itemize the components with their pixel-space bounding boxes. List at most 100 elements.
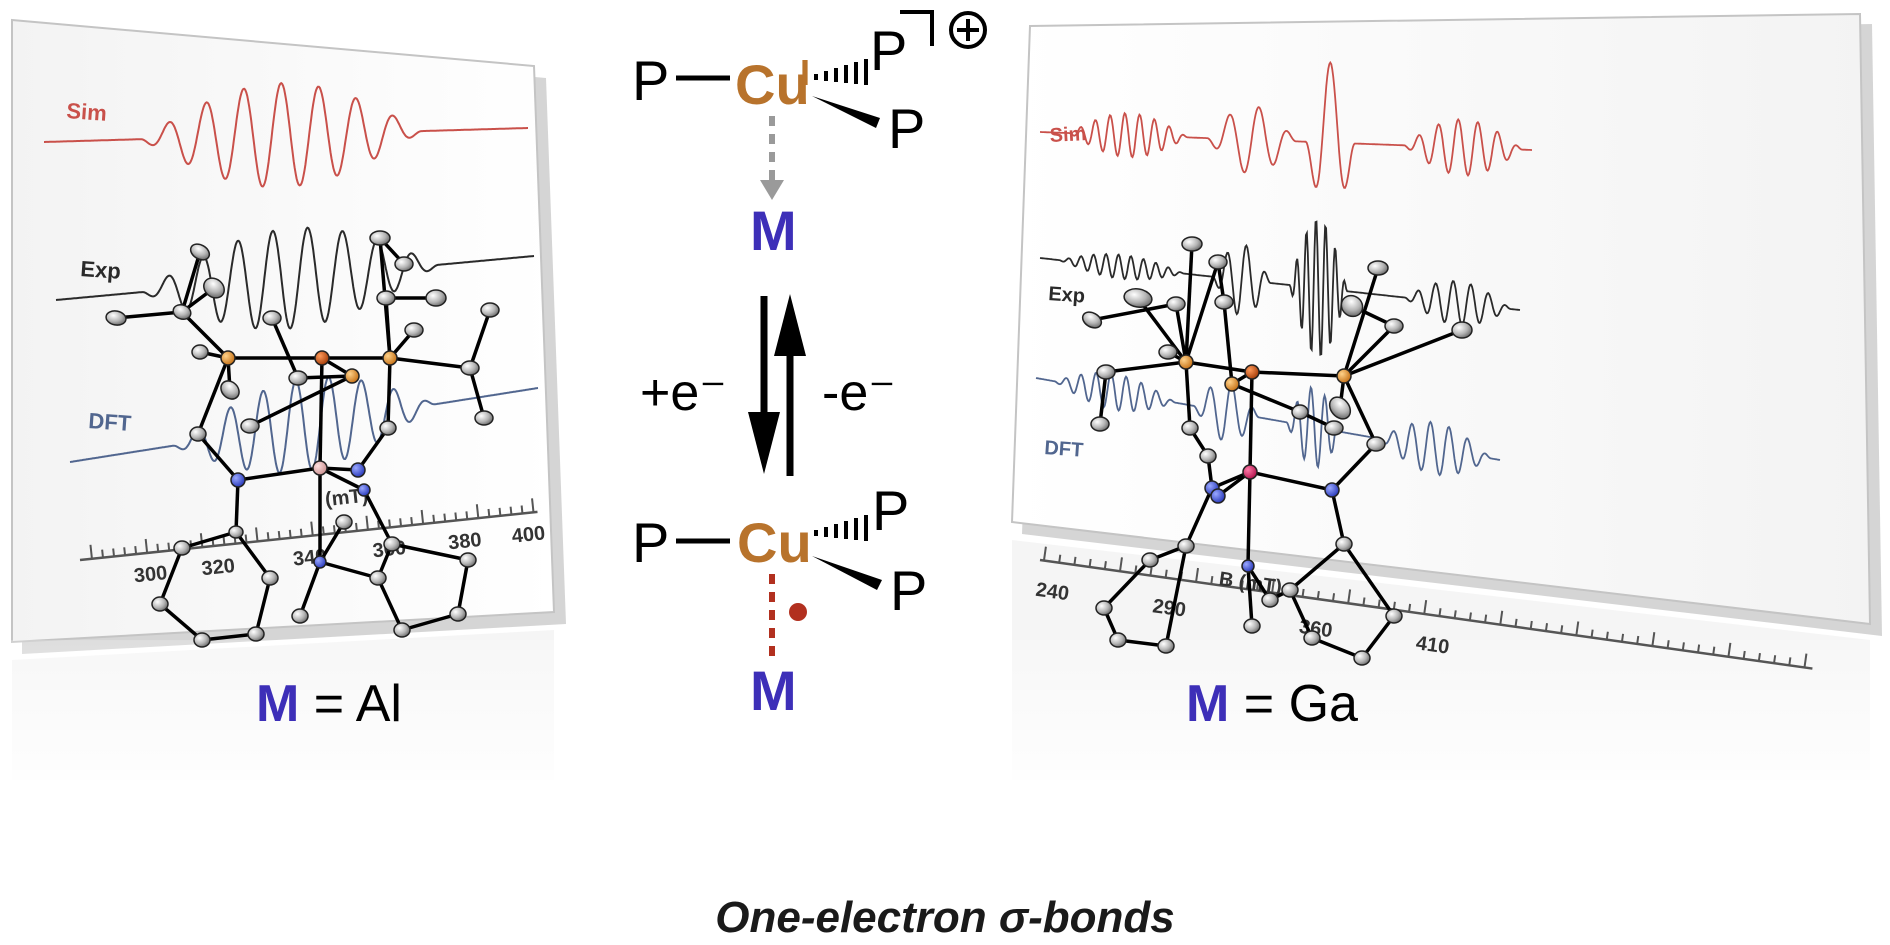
molecule-atom <box>425 289 447 307</box>
molecule-atom <box>1177 538 1195 554</box>
axis-tick <box>1651 632 1656 647</box>
bottom-complex: P Cu P P M <box>632 479 927 722</box>
axis-tick <box>255 527 259 542</box>
axis-tick <box>1575 621 1580 636</box>
equilibrium-arrows: +e⁻ -e⁻ <box>640 294 896 476</box>
molecule-atom <box>291 608 309 624</box>
axis-tick <box>1742 650 1746 660</box>
axis-tick <box>1727 642 1732 657</box>
molecule-atom <box>1157 638 1175 654</box>
axis-tick <box>156 543 160 552</box>
axis-tick <box>1681 642 1685 651</box>
charge-bracket <box>900 10 934 46</box>
molecule-atom <box>1181 236 1203 252</box>
axis-tick <box>509 506 513 515</box>
molecule-atom <box>1141 552 1159 568</box>
molecule-atom <box>1214 294 1234 310</box>
axis-tick <box>1636 635 1640 645</box>
left-epr-panel: Sim Exp DFT (mT) 300 320 340 360 380 400 <box>0 18 580 800</box>
molecule-atom <box>173 540 191 556</box>
left-exp-label: Exp <box>80 256 122 284</box>
right-tick-label-4: 410 <box>1415 632 1451 658</box>
axis-tick <box>1119 557 1123 572</box>
molecule-bond <box>270 317 300 379</box>
molecule-bond <box>1288 542 1346 592</box>
molecule-bond <box>389 356 471 370</box>
axis-tick <box>1316 590 1320 600</box>
axis-tick <box>377 520 380 529</box>
left-axis-line <box>79 510 538 562</box>
axis-tick <box>454 512 458 521</box>
molecule-atom <box>228 525 244 539</box>
molecule-atom <box>189 426 207 442</box>
molecule-atom <box>105 310 127 326</box>
molecule-atom <box>247 626 265 642</box>
top-cu-oxidation: I <box>800 52 810 93</box>
molecule-atom <box>459 552 477 568</box>
right-metal-identity: M = Ga <box>1186 674 1358 734</box>
molecule-atom <box>1340 294 1364 318</box>
axis-tick <box>1590 629 1594 638</box>
molecule-bond <box>386 357 392 429</box>
molecule-atom <box>1324 482 1340 498</box>
molecule-bond <box>1249 470 1333 492</box>
left-panel-board <box>11 18 556 644</box>
molecule-bond <box>158 602 204 642</box>
left-metal-identity: M = Al <box>256 674 402 734</box>
molecule-atom <box>369 570 387 586</box>
molecule-bond <box>115 310 183 320</box>
bottom-p-lower: P <box>890 559 927 622</box>
molecule-atom <box>312 460 328 476</box>
molecule-bond <box>362 489 394 545</box>
axis-tick <box>134 546 138 555</box>
molecule-bond <box>384 297 392 359</box>
molecule-atom <box>1261 592 1279 608</box>
right-metal-value: = Ga <box>1229 675 1358 733</box>
molecule-bond <box>1185 360 1253 374</box>
molecule-bond <box>1343 328 1463 378</box>
axis-tick <box>1271 578 1276 593</box>
forward-arrow-head <box>748 412 780 474</box>
axis-tick <box>167 542 171 551</box>
axis-tick <box>1712 646 1716 655</box>
axis-tick <box>123 547 127 556</box>
figure-caption: One-electron σ-bonds <box>715 893 1175 942</box>
axis-tick <box>1134 565 1138 574</box>
axis-tick <box>531 498 535 513</box>
molecule-bond <box>1184 487 1214 547</box>
top-p-left: P <box>632 49 669 112</box>
molecule-atom <box>1241 559 1255 573</box>
molecule-atom <box>1328 396 1352 420</box>
molecule-atom <box>203 277 225 299</box>
right-panel-board <box>1010 12 1872 626</box>
molecule-atom <box>460 360 480 376</box>
molecule-bond <box>1102 558 1152 610</box>
axis-tick <box>1408 603 1412 613</box>
molecule-bond <box>1222 301 1234 385</box>
molecule-bond <box>1311 636 1363 660</box>
top-p-lower: P <box>888 97 925 160</box>
axis-tick <box>410 517 414 526</box>
axis-tick <box>1149 567 1153 576</box>
left-tick-label-1: 300 <box>133 562 168 587</box>
molecule-bond <box>1342 543 1396 617</box>
axis-tick <box>399 518 403 527</box>
axis-tick <box>101 549 104 558</box>
bottom-solid-wedge <box>812 556 882 590</box>
molecule-bond <box>1330 489 1346 545</box>
axis-tick <box>1195 567 1200 583</box>
left-crystal-structure <box>105 230 500 648</box>
molecule-bond <box>1330 442 1378 492</box>
molecule-atom <box>393 622 411 638</box>
molecule-atom <box>191 344 209 360</box>
axis-tick <box>112 548 116 557</box>
molecule-bond <box>1184 261 1220 363</box>
molecule-atom <box>369 230 391 246</box>
molecule-bond <box>318 357 324 469</box>
top-complex: P Cu I P P M <box>632 10 987 262</box>
molecule-atom <box>1335 536 1353 552</box>
molecule-bond <box>158 547 184 605</box>
left-metal-symbol: M <box>256 675 300 733</box>
molecule-bond <box>1174 303 1188 363</box>
